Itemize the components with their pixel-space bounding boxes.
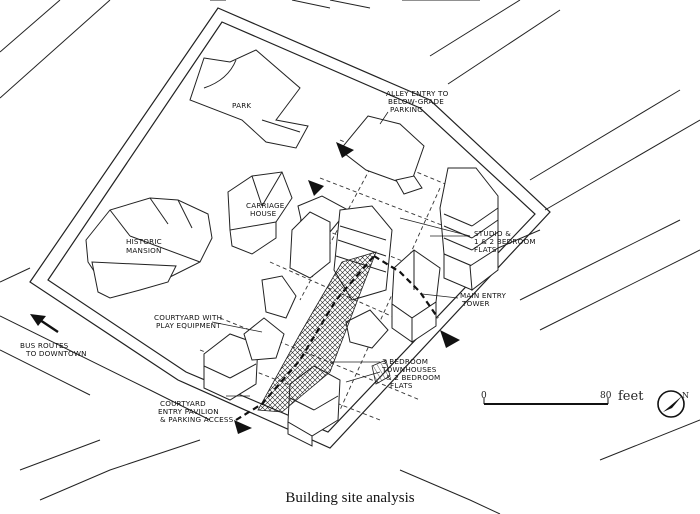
label-courtyard-line-2: PLAY EQUIPMENT	[156, 321, 221, 330]
label-alley-line-1: ALLEY ENTRY TO	[386, 89, 449, 98]
label-bedroom-line-4: FLATS	[390, 381, 413, 390]
scale-bar: 0 80 feet	[481, 389, 644, 405]
label-alley-line-2: BELOW-GRADE	[388, 97, 444, 106]
label-bedroom-line-3: & 2 BEDROOM	[386, 373, 440, 382]
label-pavilion-line-2: ENTRY PAVILION	[158, 407, 219, 416]
label-studio-line-2: 1 & 2 BEDROOM	[474, 237, 536, 246]
label-bedroom-line-1: 3 BEDROOM	[382, 357, 428, 366]
label-main-entry-line-2: TOWER	[461, 299, 490, 308]
label-studio-line-3: FLATS	[474, 245, 497, 254]
site-block	[29, 7, 551, 449]
scale-unit: feet	[618, 389, 644, 404]
label-bus-line-1: BUS ROUTES	[20, 341, 69, 350]
townhouses-left	[203, 275, 297, 401]
bus-route-arrow-icon	[30, 314, 59, 333]
annotations: PARK ALLEY ENTRY TO BELOW-GRADE PARKING …	[20, 89, 536, 424]
label-courtyard-line-1: COURTYARD WITH	[154, 313, 222, 322]
historic-mansion	[85, 197, 213, 299]
entry-path	[235, 255, 439, 421]
arrow-marker	[234, 420, 252, 434]
label-studio-line-1: STUDIO &	[474, 229, 511, 238]
label-bedroom-line-2: TOWNHOUSES	[381, 365, 437, 374]
label-carriage-line-2: HOUSE	[250, 209, 277, 218]
label-main-entry-line-1: MAIN ENTRY	[460, 291, 507, 300]
label-bus-line-2: TO DOWNTOWN	[25, 349, 87, 358]
arrow-marker	[440, 330, 460, 348]
arrow-marker	[308, 180, 324, 196]
label-carriage-line-1: CARRIAGE	[246, 201, 285, 210]
entry-arrows	[234, 142, 460, 434]
arrow-marker	[336, 142, 354, 158]
label-pavilion-line-3: & PARKING ACCESS	[160, 415, 234, 424]
label-pavilion-line-1: COURTYARD	[160, 399, 206, 408]
carriage-house	[227, 171, 293, 255]
flats-wing-right	[439, 167, 499, 291]
label-alley-line-3: PARKING	[390, 105, 423, 114]
label-historic-line-1: HISTORIC	[126, 237, 162, 246]
park	[189, 49, 309, 149]
label-park: PARK	[232, 101, 251, 110]
leader-lines	[211, 111, 471, 397]
main-entry-tower	[391, 249, 441, 343]
scale-end: 80	[600, 391, 612, 401]
figure-caption: Building site analysis	[285, 490, 415, 506]
north-letter: N	[682, 391, 689, 400]
north-arrow-icon: N	[657, 390, 689, 418]
scale-start: 0	[481, 391, 487, 401]
label-historic-line-2: MANSION	[126, 246, 162, 255]
